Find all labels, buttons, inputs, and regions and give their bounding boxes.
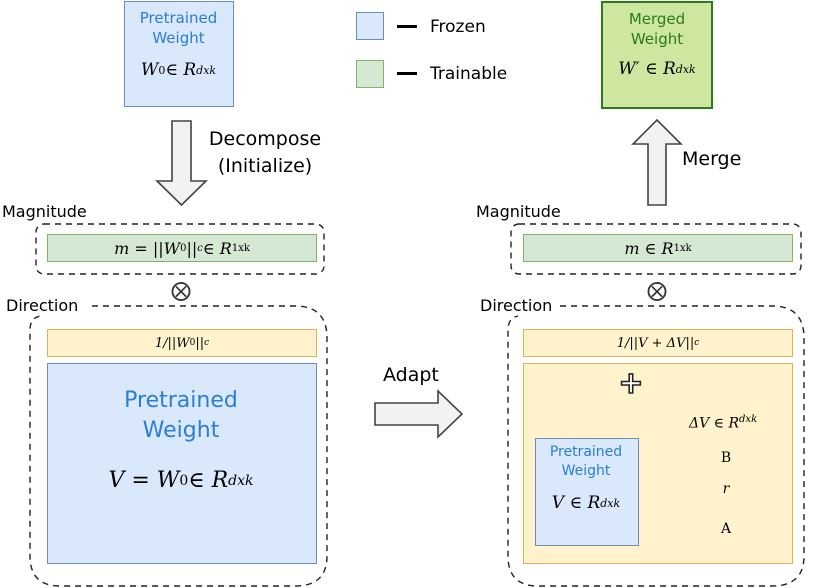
r-label: r	[722, 481, 730, 497]
a-matrix-label: A	[720, 521, 732, 537]
left-magnitude-label: Magnitude	[2, 202, 91, 221]
legend-trainable-label: Trainable	[430, 64, 508, 84]
top-pretrained-title-line1: Pretrained	[139, 9, 218, 27]
left-pretrained-title-line2: Weight	[142, 418, 220, 443]
merged-title-line1: Merged	[628, 10, 686, 28]
right-times-icon: ⨂	[647, 278, 667, 302]
left-pretrained-title-line1: Pretrained	[124, 388, 238, 413]
left-magnitude-group	[35, 223, 325, 275]
legend-frozen-line	[397, 25, 417, 28]
legend-trainable-line	[397, 72, 417, 75]
right-magnitude-label: Magnitude	[476, 202, 565, 221]
right-norm-vector: 1/||V + ΔV||c	[523, 329, 793, 357]
right-direction-group	[507, 305, 805, 587]
left-direction-group	[29, 305, 328, 587]
legend-frozen-swatch	[356, 12, 384, 40]
adapt-arrow	[374, 389, 464, 439]
decompose-label: Decompose (Initialize)	[207, 126, 323, 180]
right-magnitude-group	[510, 223, 802, 275]
merged-weight-title: Merged Weight	[603, 9, 711, 49]
left-times-icon: ⨂	[171, 278, 191, 302]
right-pretrained-title-line1: Pretrained	[549, 444, 623, 460]
top-pretrained-title-line2: Weight	[152, 29, 205, 47]
left-direction-label: Direction	[6, 296, 83, 315]
left-pretrained-title: Pretrained Weight	[48, 386, 314, 446]
right-pretrained-title-line2: Weight	[561, 463, 611, 479]
adapt-label: Adapt	[383, 364, 439, 386]
top-pretrained-title: Pretrained Weight	[125, 8, 232, 48]
decompose-arrow	[155, 120, 208, 207]
delta-v-math: ΔV ∈ Rdxk	[689, 414, 758, 432]
right-pretrained-title: Pretrained Weight	[536, 443, 636, 481]
merge-label: Merge	[682, 148, 742, 170]
merge-arrow	[631, 118, 683, 206]
right-direction-label: Direction	[480, 296, 557, 315]
b-matrix-label: B	[720, 450, 732, 466]
decompose-label-line2: (Initialize)	[217, 155, 313, 177]
legend-frozen-label: Frozen	[430, 17, 486, 37]
merged-title-line2: Weight	[630, 30, 684, 48]
plus-icon: +	[618, 365, 645, 402]
legend-trainable-swatch	[356, 60, 384, 88]
decompose-label-line1: Decompose	[208, 128, 322, 150]
